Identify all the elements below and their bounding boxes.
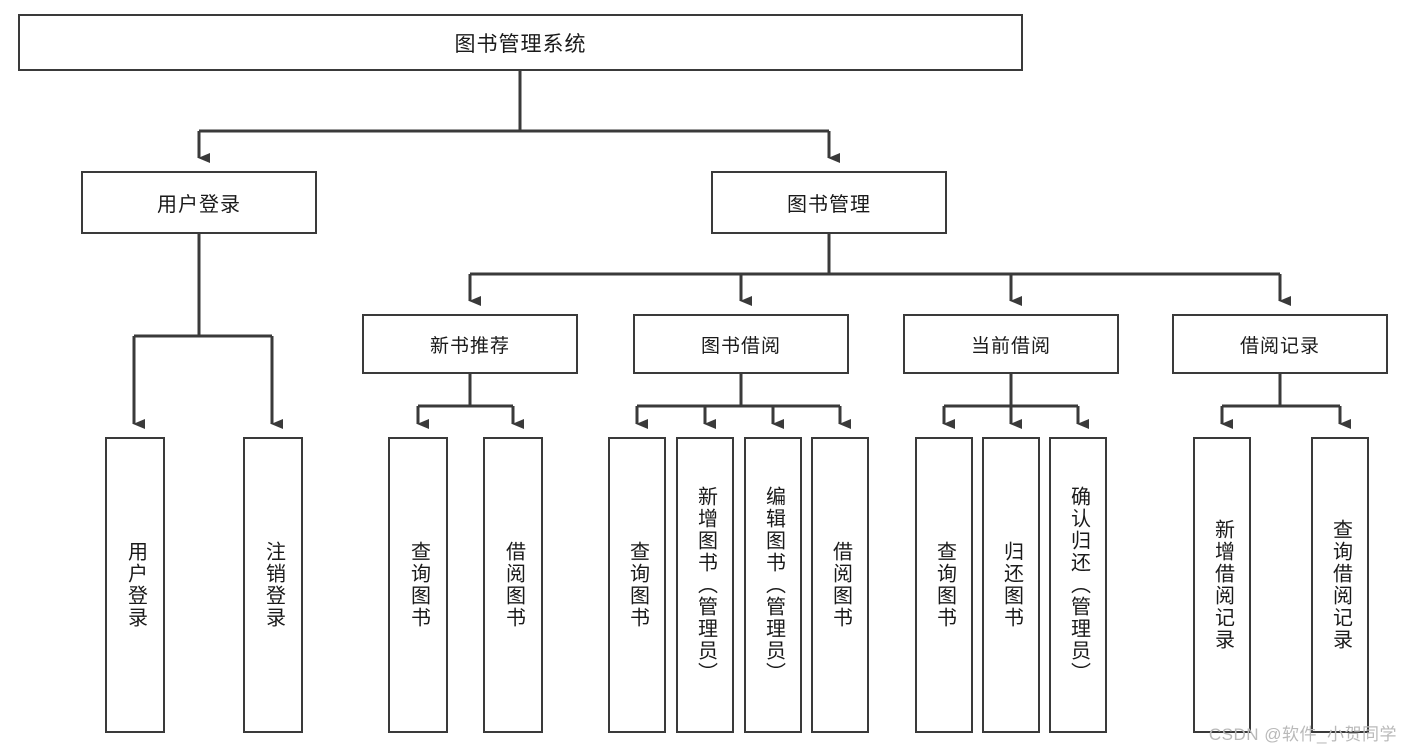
node-label: 图书管理系统 bbox=[454, 32, 587, 56]
node-leaf-borrow-book[interactable]: 借阅图书 bbox=[811, 437, 869, 733]
node-leaf-edit-book-admin[interactable]: 编辑图书（管理员） bbox=[744, 437, 802, 733]
node-label: 借阅记录 bbox=[1239, 335, 1320, 357]
node-leaf-return-book[interactable]: 归还图书 bbox=[982, 437, 1040, 733]
node-label: 查询图书 bbox=[407, 541, 430, 629]
node-leaf-query-borrow-record[interactable]: 查询借阅记录 bbox=[1311, 437, 1369, 733]
node-label: 图书管理 bbox=[787, 194, 871, 216]
node-label: 当前借阅 bbox=[970, 335, 1051, 357]
node-leaf-query-book-recommend[interactable]: 查询图书 bbox=[388, 437, 448, 733]
node-user-login[interactable]: 用户登录 bbox=[81, 171, 317, 234]
node-label: 借阅图书 bbox=[829, 541, 852, 629]
node-label: 编辑图书（管理员） bbox=[762, 486, 785, 684]
node-label: 新增图书（管理员） bbox=[694, 486, 717, 684]
node-label: 图书借阅 bbox=[700, 335, 781, 357]
node-leaf-query-book[interactable]: 查询图书 bbox=[608, 437, 666, 733]
node-book-borrow[interactable]: 图书借阅 bbox=[633, 314, 849, 374]
node-label: 注销登录 bbox=[262, 541, 285, 629]
node-leaf-query-book-current[interactable]: 查询图书 bbox=[915, 437, 973, 733]
node-label: 用户登录 bbox=[157, 194, 241, 216]
node-current-borrow[interactable]: 当前借阅 bbox=[903, 314, 1119, 374]
node-label: 查询借阅记录 bbox=[1329, 519, 1352, 651]
node-label: 新书推荐 bbox=[429, 335, 510, 357]
node-root-system[interactable]: 图书管理系统 bbox=[18, 14, 1023, 71]
node-book-management[interactable]: 图书管理 bbox=[711, 171, 947, 234]
node-label: 查询图书 bbox=[933, 541, 956, 629]
node-borrow-record[interactable]: 借阅记录 bbox=[1172, 314, 1388, 374]
node-leaf-logout[interactable]: 注销登录 bbox=[243, 437, 303, 733]
watermark-text: CSDN @软件_小贺同学 bbox=[1208, 725, 1397, 744]
node-label: 用户登录 bbox=[124, 541, 147, 629]
node-label: 确认归还（管理员） bbox=[1067, 486, 1090, 684]
node-leaf-borrow-book-recommend[interactable]: 借阅图书 bbox=[483, 437, 543, 733]
node-label: 借阅图书 bbox=[502, 541, 525, 629]
node-leaf-add-borrow-record[interactable]: 新增借阅记录 bbox=[1193, 437, 1251, 733]
node-label: 归还图书 bbox=[1000, 541, 1023, 629]
node-label: 查询图书 bbox=[626, 541, 649, 629]
node-leaf-user-login[interactable]: 用户登录 bbox=[105, 437, 165, 733]
node-new-book-recommend[interactable]: 新书推荐 bbox=[362, 314, 578, 374]
node-leaf-confirm-return-admin[interactable]: 确认归还（管理员） bbox=[1049, 437, 1107, 733]
node-label: 新增借阅记录 bbox=[1211, 519, 1234, 651]
node-leaf-add-book-admin[interactable]: 新增图书（管理员） bbox=[676, 437, 734, 733]
